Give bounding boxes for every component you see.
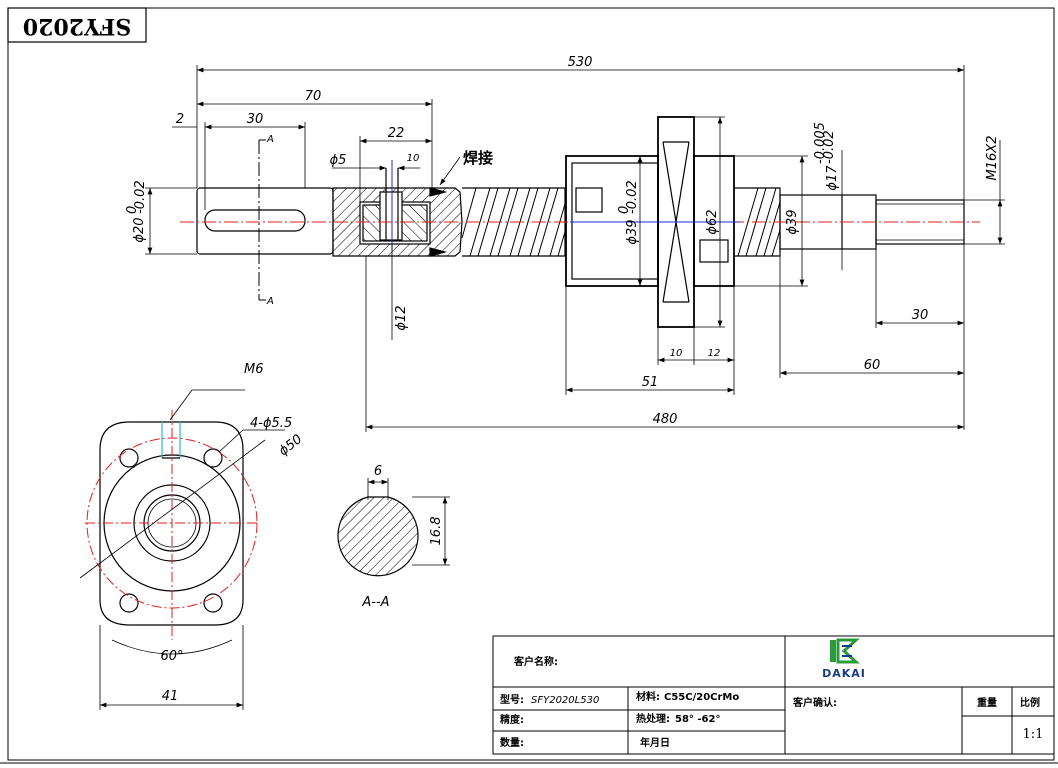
dimension-lines bbox=[145, 65, 1005, 432]
dim-dia-20: ϕ20 0 -0.02 bbox=[125, 180, 148, 242]
flange-center-lines bbox=[85, 410, 260, 640]
section-mark-bottom: A bbox=[266, 296, 274, 307]
date-label: 年月日 bbox=[640, 736, 670, 749]
section-a-a: 6 16.8 A--A bbox=[337, 464, 450, 610]
svg-text:-0.005: -0.005 bbox=[813, 122, 828, 164]
dim-10-top: 10 bbox=[407, 153, 420, 164]
dim-30-key: 30 bbox=[247, 112, 264, 127]
dakai-logo: DAKAI bbox=[822, 638, 866, 680]
dim-30-thread: 30 bbox=[912, 308, 929, 323]
customer-confirm-label: 客户确认: bbox=[792, 696, 837, 709]
dim-51: 51 bbox=[642, 375, 659, 390]
precision-label: 精度: bbox=[500, 713, 524, 726]
drawing-border bbox=[7, 7, 1055, 761]
shaft-view bbox=[196, 116, 965, 328]
weld-label: 焊接 bbox=[463, 149, 493, 167]
dim-thread: M16X2 bbox=[985, 136, 1000, 181]
part-label: SFY2020 bbox=[23, 13, 131, 39]
dim-dia-12: ϕ12 bbox=[394, 305, 409, 330]
dim-dia-62: ϕ62 bbox=[705, 209, 720, 234]
weight-label: 重量 bbox=[977, 696, 997, 709]
quantity-label: 数量: bbox=[500, 736, 524, 749]
model-value: SFY2020L530 bbox=[531, 695, 599, 706]
dim-480: 480 bbox=[653, 412, 678, 427]
svg-text:0: 0 bbox=[125, 206, 140, 214]
dim-dia-5: ϕ5 bbox=[330, 153, 347, 168]
logo-text: DAKAI bbox=[822, 667, 866, 680]
heat-treatment-label: 热处理: bbox=[636, 712, 670, 725]
flange-dimension-lines bbox=[79, 389, 285, 710]
model-label: 型号: bbox=[500, 693, 524, 706]
scale-label: 比例 bbox=[1020, 696, 1040, 709]
dim-flange-12: 12 bbox=[708, 348, 721, 359]
dim-60: 60 bbox=[864, 358, 881, 373]
svg-text:-0.02: -0.02 bbox=[133, 180, 148, 214]
dim-dia-17: ϕ17 -0.005 -0.02 bbox=[813, 122, 840, 190]
section-view-label: A--A bbox=[361, 595, 389, 610]
dim-2: 2 bbox=[176, 112, 184, 127]
section-mark-top: A bbox=[266, 134, 274, 145]
dim-holes: 4-ϕ5.5 bbox=[250, 416, 292, 431]
section-line bbox=[258, 139, 266, 301]
dim-70: 70 bbox=[305, 89, 322, 104]
dim-530: 530 bbox=[568, 55, 593, 70]
svg-text:0: 0 bbox=[617, 206, 632, 214]
dim-dia-39-nut: ϕ39 0 -0.02 bbox=[617, 180, 640, 244]
title-block bbox=[492, 635, 1055, 755]
dim-dia-39-shaft: ϕ39 bbox=[785, 209, 800, 234]
dim-41: 41 bbox=[162, 689, 179, 704]
svg-text:ϕ20: ϕ20 bbox=[132, 217, 147, 242]
svg-text:-0.02: -0.02 bbox=[625, 180, 640, 214]
dim-m6: M6 bbox=[244, 362, 264, 377]
dim-flange-10: 10 bbox=[670, 348, 683, 359]
dim-pcd-50: ϕ50 bbox=[276, 432, 305, 459]
svg-text:ϕ39: ϕ39 bbox=[625, 219, 640, 244]
svg-text:-0.02: -0.02 bbox=[822, 130, 837, 164]
svg-text:ϕ17: ϕ17 bbox=[825, 165, 840, 191]
material-value: C55C/20CrMo bbox=[664, 692, 739, 703]
dim-key-width-6: 6 bbox=[374, 464, 382, 479]
material-label: 材料: bbox=[636, 690, 660, 703]
dim-flat-16-8: 16.8 bbox=[429, 517, 444, 546]
scale-value: 1:1 bbox=[1023, 727, 1044, 742]
part-label-box: SFY2020 bbox=[7, 7, 147, 43]
heat-treatment-value: 58° -62° bbox=[675, 714, 720, 725]
dim-22: 22 bbox=[388, 126, 405, 141]
dim-angle-60: 60° bbox=[160, 649, 183, 664]
customer-name-label: 客户名称: bbox=[513, 655, 558, 668]
